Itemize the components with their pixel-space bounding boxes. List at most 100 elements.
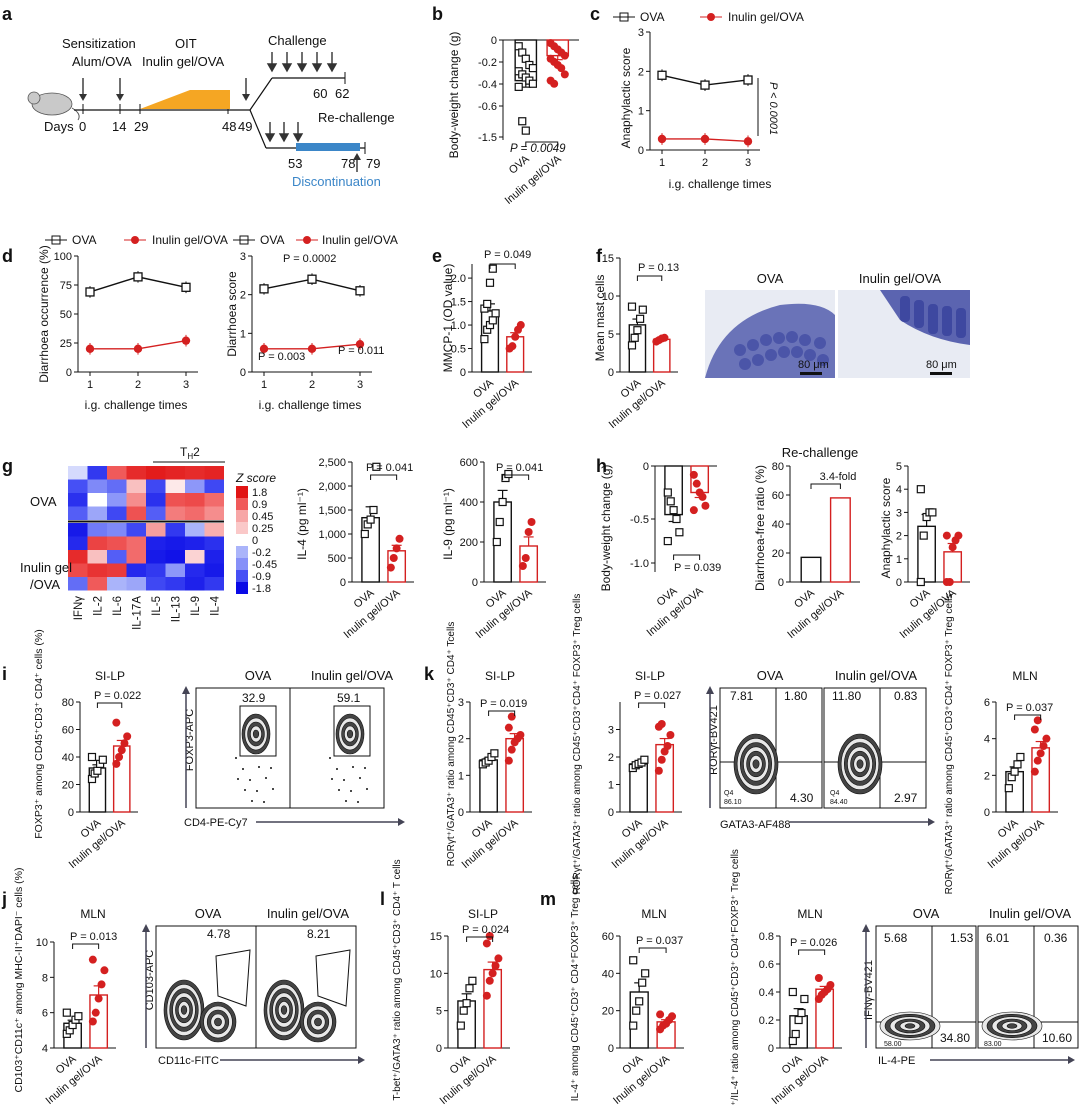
data-point-inulin [94, 994, 103, 1003]
tick-label: 3 [458, 697, 464, 709]
heatmap-cell [165, 479, 185, 493]
i-ylabel: FOXP3⁺ among CD45⁺CD3⁺ CD4⁺ cells (%) [33, 629, 45, 838]
heatmap-cell [185, 493, 205, 507]
data-point-ova [490, 749, 499, 758]
tick-label: 1 [608, 780, 614, 792]
data-point-ova [641, 969, 650, 978]
k-tissue1: SI-LP [485, 669, 515, 683]
tick-label: 4 [896, 484, 902, 496]
heatmap-column-label: IL-13 [170, 596, 182, 622]
tick-label: 2 [896, 531, 902, 543]
day-48: 48 [222, 119, 236, 134]
scale-swatch [236, 570, 248, 582]
flow-contour [1006, 1023, 1018, 1029]
data-point-inulin [88, 955, 97, 964]
data-point-inulin [945, 578, 954, 586]
series-point [133, 344, 143, 353]
significance-bracket [370, 474, 398, 480]
heatmap-cell [107, 493, 127, 507]
tick-label: 2 [638, 66, 644, 78]
c-ylabel: Anaphylactic score [619, 47, 633, 148]
heatmap-cell [146, 523, 166, 537]
heatmap-cell [165, 466, 185, 480]
data-point-ova [468, 976, 477, 985]
m-flow-plots [875, 925, 1079, 1049]
data-point-ova [514, 82, 523, 91]
f-histology-inulin: 80 μm [838, 290, 970, 378]
heatmap-cell [185, 577, 205, 591]
data-point-ova [640, 755, 649, 764]
tick-label: 0 [458, 807, 464, 819]
heatmap-cell [185, 550, 205, 564]
i-flow-title-inulin: Inulin gel/OVA [311, 668, 393, 683]
heatmap-cell [165, 536, 185, 550]
data-point-inulin [527, 518, 536, 526]
heatmap-cell [204, 550, 224, 564]
flow-event [338, 789, 340, 791]
tick-label: 1 [240, 328, 246, 340]
heatmap-cell [87, 466, 107, 480]
g-heatmap [68, 466, 224, 591]
day-60: 60 [313, 86, 327, 101]
heatmap-cell [204, 536, 224, 550]
heatmap-cell [87, 563, 107, 577]
flow-event [272, 788, 274, 790]
data-point-ova [480, 335, 489, 344]
data-point-inulin [485, 976, 494, 985]
h-fold: 3.4-fold [820, 471, 857, 483]
m-ylabel2: IFNγ⁺/IL-4⁺ ratio among CD45⁺CD3⁺ CD4⁺FO… [730, 849, 741, 1105]
data-point-inulin [88, 1017, 97, 1026]
m-ova-q1: 5.68 [884, 931, 908, 945]
data-point-ova [638, 978, 647, 987]
panel-letter-c: c [590, 4, 600, 24]
m-tissue1: MLN [641, 907, 666, 921]
j-flow-title-ova: OVA [195, 906, 222, 921]
flow-event [336, 768, 338, 770]
tick-label: 2 [458, 734, 464, 746]
heatmap-cell [87, 523, 107, 537]
data-point-inulin [117, 746, 126, 755]
m-tissue2: MLN [797, 907, 822, 921]
scale-label: -1.8 [252, 583, 271, 595]
heatmap-cell [126, 523, 146, 537]
data-point-ova [1010, 767, 1019, 776]
data-point-ova [521, 126, 530, 135]
data-point-inulin [826, 981, 835, 989]
i-flow-val-inulin: 59.1 [337, 691, 361, 705]
flow-contour [314, 1017, 322, 1027]
scale-swatch [236, 534, 248, 546]
l-tissue: SI-LP [468, 907, 498, 921]
data-point-inulin [657, 720, 666, 728]
data-point-inulin [692, 479, 701, 488]
i-flow-xlabel: CD4-PE-Cy7 [184, 817, 248, 829]
d-legend-inulin-1: Inulin gel/OVA [152, 233, 228, 247]
tick-label: 1 [261, 379, 267, 391]
tick-label: 6 [984, 697, 990, 709]
heatmap-cell [87, 479, 107, 493]
scale-swatch [236, 486, 248, 498]
k-ova-q1: 7.81 [730, 689, 754, 703]
data-point-ova [672, 514, 681, 524]
discontinuation-bar [296, 143, 360, 151]
scale-label: -0.2 [252, 547, 271, 559]
data-point-ova [528, 79, 537, 88]
heatmap-cell [68, 536, 88, 550]
tick-label: 40 [772, 519, 784, 531]
heatmap-cell [126, 479, 146, 493]
k-inulin-q4: 84.40 [830, 799, 848, 806]
heatmap-cell [68, 577, 88, 591]
tick-label: 0 [68, 807, 74, 819]
data-point-inulin [560, 70, 569, 79]
j-flow-val-ova: 4.78 [207, 927, 231, 941]
panel-letter-l: l [380, 889, 385, 909]
flow-event [352, 766, 354, 768]
scale-label: 0.9 [252, 499, 267, 511]
category-label: OVA [507, 153, 532, 177]
c-pvalue: P < 0.0001 [767, 82, 779, 135]
d-ylabel1: Diarrhoea occurrence (%) [37, 245, 51, 382]
